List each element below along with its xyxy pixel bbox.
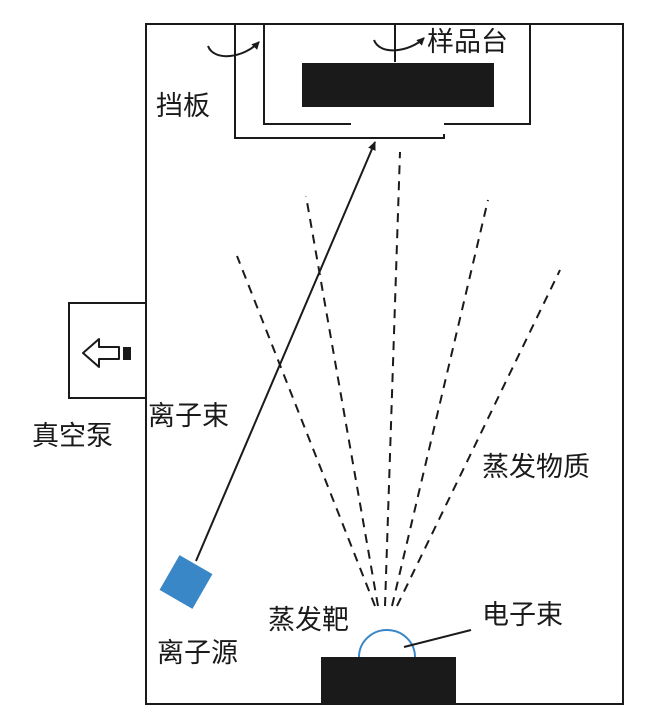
- rotation-arrow-icon: [373, 37, 425, 52]
- rotation-arrow-icon: [207, 41, 260, 58]
- shutter: [234, 24, 445, 139]
- left-arrow-icon: [82, 338, 131, 368]
- ion-source: [159, 555, 213, 609]
- target-block: [321, 657, 456, 704]
- sample-block: [302, 63, 494, 107]
- electron-beam-pointer: [403, 629, 472, 648]
- evaporated-material-label: 蒸发物质: [482, 452, 590, 483]
- sample-stage-holder: [263, 24, 531, 125]
- evaporation-target-label: 蒸发靶: [268, 605, 349, 636]
- target-dome: [358, 629, 416, 658]
- evaporated-material-rays: [236, 151, 561, 607]
- shutter-label: 挡板: [156, 91, 210, 122]
- ion-beam-arrow: [195, 141, 376, 562]
- vacuum-pump-box: [68, 302, 146, 399]
- ion-source-label: 离子源: [157, 638, 238, 669]
- ion-beam-label: 离子束: [148, 401, 229, 432]
- sample-stage-label: 样品台: [427, 27, 508, 58]
- vacuum-pump-label: 真空泵: [32, 421, 113, 452]
- electron-beam-label: 电子束: [482, 600, 563, 631]
